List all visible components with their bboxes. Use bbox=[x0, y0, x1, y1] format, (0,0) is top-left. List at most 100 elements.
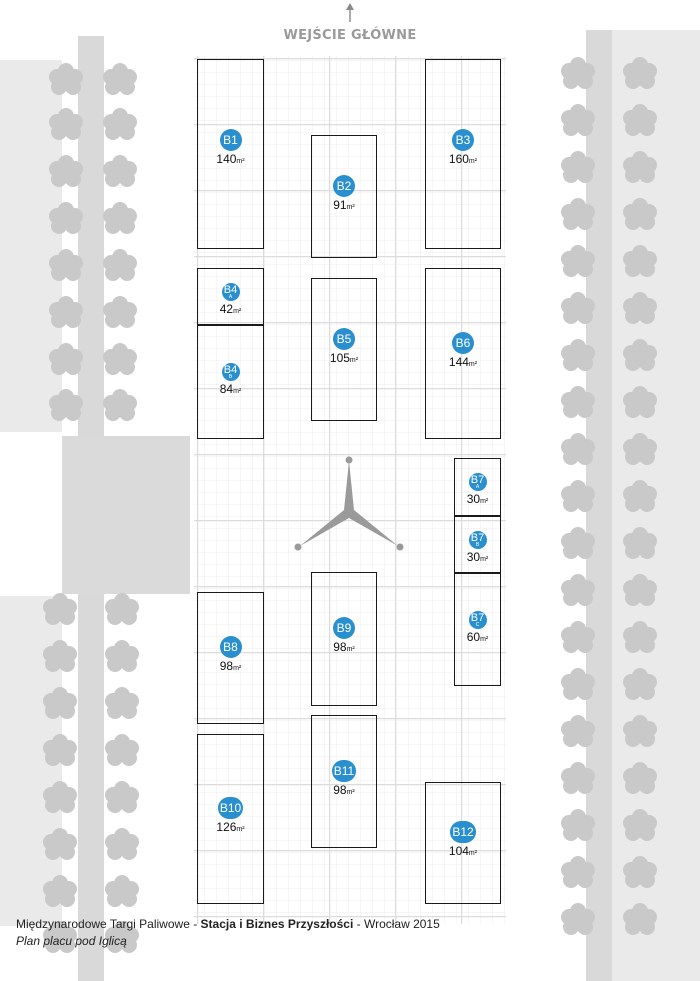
booth-label: B11 98m² bbox=[304, 759, 384, 797]
booth-area-value: 84 bbox=[219, 382, 234, 396]
tree-icon bbox=[561, 762, 595, 794]
booth-b3[interactable] bbox=[425, 59, 501, 249]
tree-icon bbox=[561, 527, 595, 559]
event-name: Międzynarodowe Targi Paliwowe bbox=[16, 917, 190, 931]
tree-icon bbox=[623, 433, 657, 465]
tree-icon bbox=[103, 343, 137, 375]
tree-icon bbox=[49, 155, 83, 187]
booth-number: B7 bbox=[470, 474, 485, 486]
booth-b4b[interactable] bbox=[197, 325, 264, 439]
tree-icon bbox=[103, 202, 137, 234]
tree-icon bbox=[103, 155, 137, 187]
plan-caption: Międzynarodowe Targi Paliwowe - Stacja i… bbox=[16, 916, 440, 950]
booth-area-unit: m² bbox=[468, 158, 478, 165]
tree-icon bbox=[561, 903, 595, 935]
booth-area: 98m² bbox=[191, 659, 271, 673]
tree-icon bbox=[43, 640, 77, 672]
tree-icon bbox=[105, 734, 139, 766]
booth-b2[interactable] bbox=[311, 135, 377, 258]
booth-b4a[interactable] bbox=[197, 268, 264, 325]
tree-icon bbox=[49, 202, 83, 234]
tree-icon bbox=[623, 480, 657, 512]
booth-subsection: B bbox=[475, 541, 480, 548]
booth-b5[interactable] bbox=[311, 278, 377, 421]
booth-area-value: 98 bbox=[333, 782, 347, 797]
tree-icon bbox=[561, 386, 595, 418]
booth-number-badge: B1 bbox=[219, 129, 242, 151]
tree-icon bbox=[49, 63, 83, 95]
booth-number: B12 bbox=[452, 825, 474, 839]
booth-number: B4 bbox=[223, 364, 238, 376]
booth-b10[interactable] bbox=[197, 734, 264, 904]
tree-icon bbox=[561, 151, 595, 183]
booth-number: B7 bbox=[470, 611, 485, 624]
booth-b6[interactable] bbox=[425, 268, 501, 439]
booth-number-badge: B2 bbox=[333, 174, 355, 197]
tree-icon bbox=[623, 715, 657, 747]
plan-subtitle: Plan placu pod Iglicą bbox=[16, 934, 127, 948]
tree-rows bbox=[43, 57, 657, 953]
event-city-year: Wrocław 2015 bbox=[363, 917, 440, 931]
booth-number: B11 bbox=[333, 763, 355, 778]
booth-area-value: 104 bbox=[448, 844, 469, 858]
tree-icon bbox=[623, 856, 657, 888]
booth-area: 91m² bbox=[304, 198, 384, 212]
booth-area-value: 30 bbox=[466, 549, 481, 564]
tree-icon bbox=[623, 151, 657, 183]
booth-area-value: 42 bbox=[219, 301, 234, 316]
booth-b8[interactable] bbox=[197, 592, 264, 724]
event-highlight: Stacja i Biznes Przyszłości bbox=[200, 917, 354, 931]
tree-icon bbox=[623, 762, 657, 794]
booth-area-unit: m² bbox=[480, 555, 489, 563]
tree-icon bbox=[623, 668, 657, 700]
booth-b12[interactable] bbox=[425, 782, 501, 904]
booth-area-value: 144 bbox=[448, 354, 469, 369]
tree-icon bbox=[105, 921, 139, 953]
tree-icon bbox=[103, 389, 137, 421]
booth-b11[interactable] bbox=[311, 715, 377, 848]
booth-area-value: 105 bbox=[329, 350, 350, 365]
booth-area-unit: m² bbox=[233, 307, 242, 315]
booth-b7a[interactable] bbox=[454, 458, 501, 516]
booth-number: B9 bbox=[336, 621, 352, 635]
booth-b1[interactable] bbox=[197, 59, 264, 249]
tree-icon bbox=[623, 339, 657, 371]
tree-icon bbox=[623, 574, 657, 606]
booth-area: 30m² bbox=[438, 492, 518, 506]
tree-icon bbox=[49, 249, 83, 281]
booth-area: 144m² bbox=[423, 355, 503, 369]
booth-area-unit: m² bbox=[468, 850, 478, 857]
tree-icon bbox=[43, 687, 77, 719]
booth-b7c[interactable] bbox=[454, 573, 501, 686]
tree-icon bbox=[103, 63, 137, 95]
tree-icon bbox=[561, 621, 595, 653]
booth-b9[interactable] bbox=[311, 572, 377, 706]
booth-subsection: A bbox=[475, 484, 480, 490]
tree-icon bbox=[561, 668, 595, 700]
booth-area-unit: m² bbox=[346, 646, 355, 653]
tree-icon bbox=[49, 389, 83, 421]
booth-area-unit: m² bbox=[233, 388, 242, 395]
booth-area: 98m² bbox=[304, 783, 384, 797]
tree-icon bbox=[103, 296, 137, 328]
booth-b7b[interactable] bbox=[454, 516, 501, 573]
booth-number-badge: B12 bbox=[450, 821, 476, 843]
booth-area: 60m² bbox=[438, 630, 518, 644]
tree-icon bbox=[105, 781, 139, 813]
tree-icon bbox=[561, 245, 595, 277]
entrance-arrow-icon bbox=[346, 3, 354, 22]
booth-area: 84m² bbox=[191, 382, 271, 396]
tree-icon bbox=[103, 249, 137, 281]
tree-icon bbox=[623, 198, 657, 230]
tree-icon bbox=[105, 687, 139, 719]
booth-area: 160m² bbox=[423, 152, 503, 166]
booth-area: 140m² bbox=[191, 152, 271, 166]
left-building bbox=[62, 436, 190, 594]
booth-number: B2 bbox=[336, 178, 352, 193]
